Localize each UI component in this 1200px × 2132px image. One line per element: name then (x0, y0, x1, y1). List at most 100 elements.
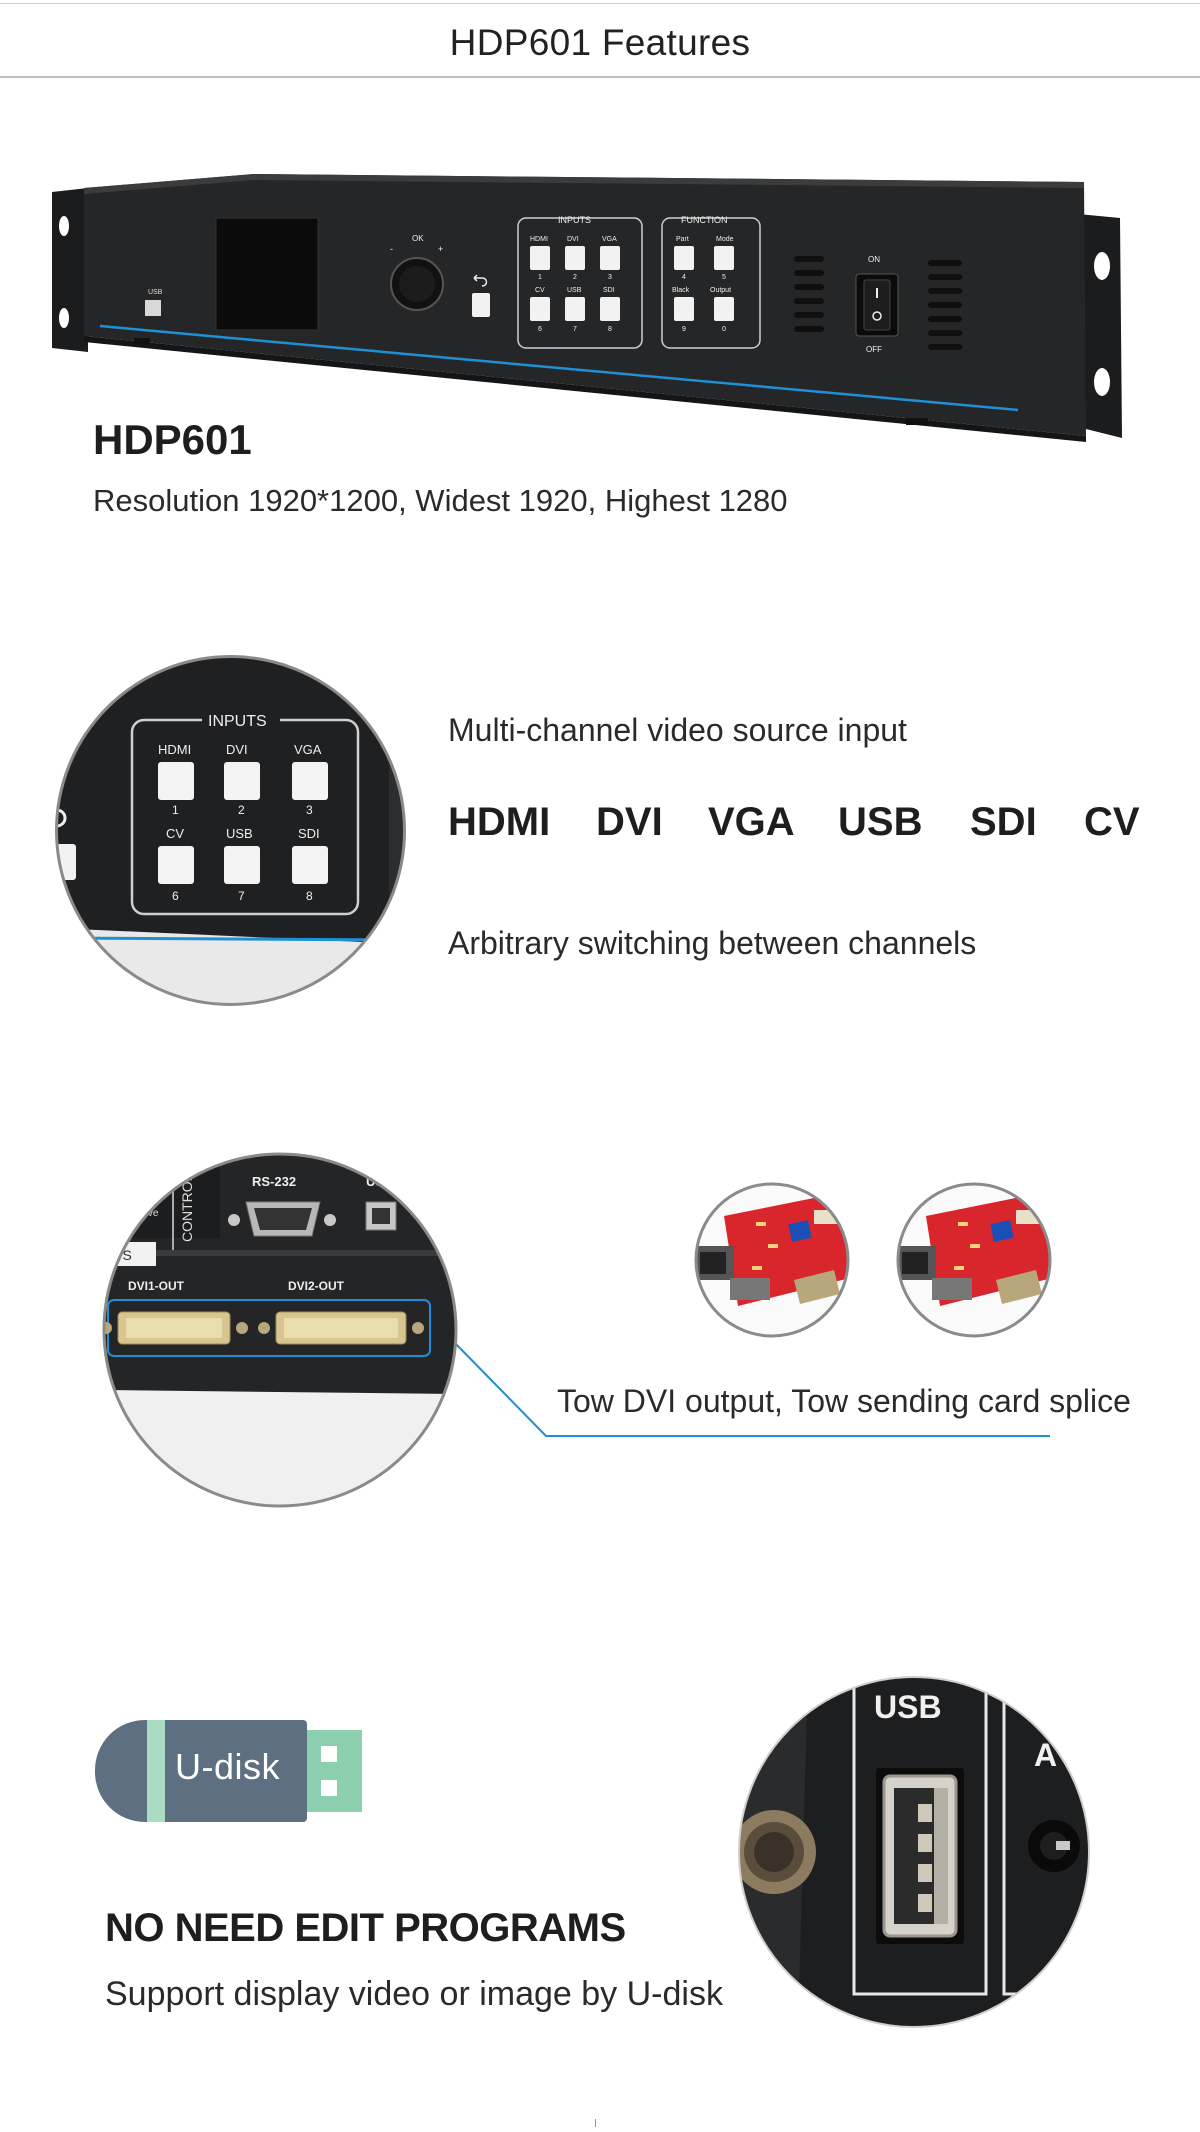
panel-key-label: Output (710, 287, 731, 294)
zoom-key-number: 2 (238, 803, 245, 817)
input-key-usb (565, 297, 585, 321)
outputs-caption: Tow DVI output, Tow sending card splice (557, 1383, 1131, 1419)
function-key-mode (714, 246, 734, 270)
knob-minus-label: - (390, 244, 393, 254)
panel-key-number: 5 (722, 274, 726, 281)
udisk-label: U-disk (175, 1746, 281, 1787)
panel-key-label: HDMI (530, 236, 548, 243)
panel-key-label: USB (567, 287, 582, 294)
zoom-key-label: VGA (294, 742, 322, 757)
function-key-part (674, 246, 694, 270)
rack-ear-left (52, 188, 88, 352)
page-title: HDP601 Features (449, 22, 751, 63)
function-key-black (674, 297, 694, 321)
dvi1-label: DVI1-OUT (128, 1279, 185, 1293)
panel-key-number: 3 (608, 274, 612, 281)
chassis-top-edge (84, 174, 1084, 194)
power-on-label: ON (868, 255, 880, 264)
dvi2-label: DVI2-OUT (288, 1279, 345, 1293)
power-rocker (863, 279, 891, 331)
channel-hdmi: HDMI (448, 800, 551, 844)
sending-card-circle-1 (694, 1182, 850, 1338)
usb-port-label: USB (148, 289, 163, 296)
zoom-key-number: 6 (172, 889, 179, 903)
zoom-key-label: DVI (226, 742, 248, 757)
zoom-key-number: 8 (306, 889, 313, 903)
udisk-body (95, 1720, 307, 1822)
panel-key-label: Part (676, 236, 689, 243)
udisk-graphic: U-disk (95, 1720, 367, 1822)
knob-ok-label: OK (412, 234, 424, 243)
channel-usb: USB (838, 800, 923, 844)
input-key-dvi (565, 246, 585, 270)
zoom-key-label: HDMI (158, 742, 191, 757)
channel-sdi: SDI (970, 800, 1037, 844)
usb-zoom-circle: USB A (738, 1676, 1090, 2028)
zoom-key-cv (158, 846, 194, 884)
usb-port (145, 300, 161, 316)
input-key-vga (600, 246, 620, 270)
page-end-mark (595, 2119, 596, 2127)
panel-key-label: SDI (603, 287, 615, 294)
top-border (0, 3, 1200, 4)
control-label: CONTROL (179, 1173, 195, 1242)
panel-key-label: CV (535, 287, 545, 294)
back-button (472, 293, 490, 317)
input-key-sdi (600, 297, 620, 321)
device-front-panel: USB OK - + INPUTS HDMI DVI VGA 1 2 3 CV … (52, 174, 1122, 442)
sending-card-circle-2 (896, 1182, 1052, 1338)
channel-dvi: DVI (596, 800, 663, 844)
channel-list: HDMI DVI VGA USB SDI CV (448, 800, 1148, 850)
partial-port-label: A (1034, 1737, 1057, 1773)
panel-key-label: Mode (716, 236, 734, 243)
header-divider (0, 76, 1200, 78)
product-name: HDP601 (93, 416, 252, 463)
function-group-label: FUNCTION (681, 215, 728, 225)
udisk-band (147, 1720, 165, 1822)
panel-key-label: Black (672, 287, 690, 294)
channel-vga: VGA (708, 800, 795, 844)
panel-key-number: 7 (573, 326, 577, 333)
rack-hole (59, 308, 69, 328)
panel-key-number: 2 (573, 274, 577, 281)
vent-left (794, 256, 824, 332)
inputs-subtext: Arbitrary switching between channels (448, 925, 977, 961)
function-key-output (714, 297, 734, 321)
panel-key-label: VGA (602, 236, 617, 243)
usb-port-zoom-label: USB (874, 1689, 942, 1725)
chassis-bottom (84, 336, 1086, 442)
udisk-plug (307, 1730, 362, 1812)
panel-key-number: 0 (722, 326, 726, 333)
zoom-key-vga (292, 762, 328, 800)
zoom-key-sdi (292, 846, 328, 884)
knob-plus-label: + (438, 244, 443, 254)
knob-highlight (399, 266, 435, 302)
inputs-heading: Multi-channel video source input (448, 712, 907, 748)
zoom-key-number: 3 (306, 803, 313, 817)
panel-key-number: 8 (608, 326, 612, 333)
rs232-label: RS-232 (252, 1174, 296, 1189)
device-foot (906, 418, 928, 425)
zoom-key-label: CV (166, 826, 184, 841)
udisk-subtext: Support display video or image by U-disk (105, 1975, 723, 2013)
zoom-key-number: 1 (172, 803, 179, 817)
rack-hole (1094, 368, 1110, 396)
back-arrow-icon (473, 274, 488, 287)
outputs-zoom-circle: TS pen move CONTROL RS-232 USB DVI1-OUT … (102, 1152, 458, 1508)
panel-key-number: 4 (682, 274, 686, 281)
rack-hole (59, 216, 69, 236)
inputs-group-label: INPUTS (558, 215, 591, 225)
function-group (661, 217, 761, 349)
inputs-zoom-circle: INPUTS HDMI DVI VGA 1 2 3 CV USB SDI 6 7… (55, 655, 406, 1006)
inputs-group (517, 217, 643, 349)
power-off-label: OFF (866, 345, 882, 354)
device-foot (134, 338, 150, 344)
panel-key-number: 9 (682, 326, 686, 333)
rack-ear-right (1078, 214, 1122, 438)
vent-right (928, 260, 962, 350)
zoom-key-label: USB (226, 826, 253, 841)
udisk-pin (321, 1780, 337, 1796)
panel-key-label: DVI (567, 236, 579, 243)
open-label: pen (136, 1196, 153, 1207)
zoom-key-hdmi (158, 762, 194, 800)
